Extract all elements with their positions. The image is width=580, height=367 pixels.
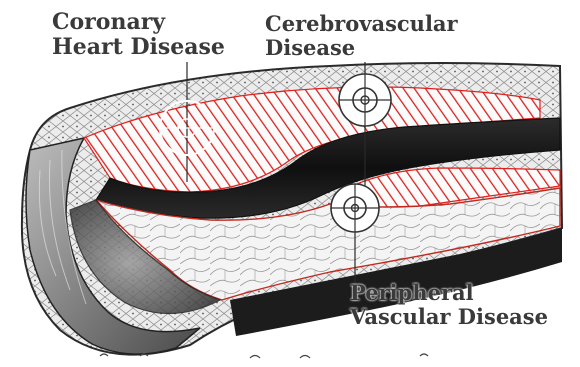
cerebro-target-marker [339, 74, 391, 126]
cerebrovascular-disease-label: Cerebrovascular Disease [265, 12, 458, 59]
cerebro-label-line-2: Disease [265, 36, 458, 60]
coronary-label-line-2: Heart Disease [52, 35, 225, 60]
cerebro-label-line-1: Cerebrovascular [265, 12, 458, 36]
coronary-label-line-1: Coronary [52, 10, 225, 35]
peripheral-target-marker [331, 184, 379, 232]
coronary-heart-disease-label: Coronary Heart Disease [52, 10, 225, 59]
peripheral-vascular-disease-label: Peripheral Vascular Disease [350, 281, 548, 328]
peripheral-label-line-1: Peripheral [350, 281, 548, 305]
peripheral-label-line-2: Vascular Disease [350, 305, 548, 329]
